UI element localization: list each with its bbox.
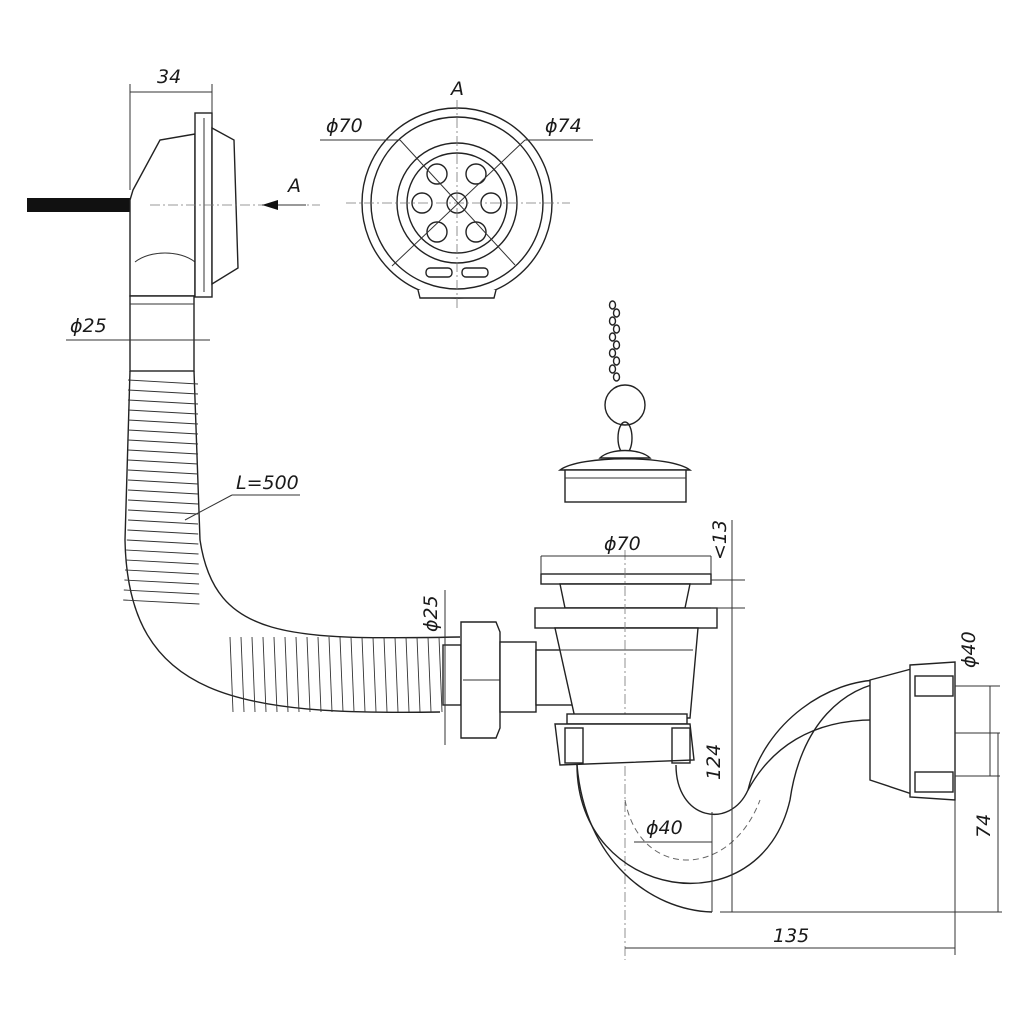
overflow-screw: [27, 198, 133, 212]
chain-link: [608, 364, 617, 374]
hose-ribs-horizontal: [229, 636, 443, 713]
chain-link: [608, 348, 617, 358]
hose-rib: [339, 636, 344, 713]
hose-rib: [251, 636, 256, 713]
hose-rib: [127, 509, 199, 515]
chain-link: [612, 372, 621, 382]
dim-hose-length: L=500: [236, 472, 299, 494]
dim-hose-pipe-diam: ϕ25: [70, 315, 107, 337]
chain-link: [608, 332, 617, 342]
dim-trap-height: 124: [703, 744, 725, 780]
chain: [608, 300, 621, 382]
dim-drain-diam: ϕ70: [604, 533, 641, 555]
dim-overflow-depth: 34: [157, 66, 181, 88]
hose-rib: [124, 579, 200, 585]
dim-drain-height: <13: [709, 520, 731, 560]
dim-inlet-diam: ϕ25: [420, 595, 442, 632]
hose-rib: [295, 636, 300, 713]
hose-rib: [394, 636, 399, 713]
hose-rib: [372, 636, 377, 713]
hose-rib: [240, 636, 245, 713]
hose-rib: [127, 489, 199, 495]
overflow-body: [129, 133, 196, 297]
overflow-pipe: [129, 295, 195, 372]
hose-rib: [229, 636, 234, 713]
hose-rib: [127, 499, 199, 505]
view-letter-top: A: [449, 78, 464, 100]
dim-trap-diam: ϕ40: [646, 817, 683, 839]
dim-outlet-diam: ϕ40: [958, 631, 980, 668]
s-trap: ϕ40 124 ϕ40 74 135: [576, 520, 1002, 955]
hose-rib: [317, 636, 322, 713]
hose-rib: [127, 459, 199, 465]
hose-rib: [427, 636, 432, 713]
corrugated-hose: L=500: [123, 370, 461, 713]
drain-body: ϕ70 <13: [534, 520, 745, 960]
hose-rib: [127, 449, 199, 455]
hose-rib: [127, 379, 199, 385]
hose-rib: [127, 479, 199, 485]
overflow-assembly: 34 A ϕ25: [27, 66, 320, 372]
hose-ribs-vertical: [123, 379, 200, 605]
trap-nut: [554, 713, 695, 766]
hose-rib: [125, 559, 199, 565]
hose-rib: [123, 599, 200, 605]
chain-link: [608, 316, 617, 326]
view-arrow-icon: [262, 200, 278, 210]
hose-rib: [127, 469, 199, 475]
hose-rib: [405, 636, 410, 713]
view-a-grid: A ϕ70 ϕ74: [320, 78, 593, 310]
hose-rib: [328, 636, 333, 713]
dim-grid-outer: ϕ74: [545, 115, 582, 137]
dim-trap-width: 135: [773, 925, 809, 947]
hose-rib: [127, 419, 199, 425]
hose-rib: [284, 636, 289, 713]
hose-rib: [127, 429, 199, 435]
hose-rib: [127, 439, 199, 445]
hose-rib: [126, 549, 199, 555]
chain-link: [612, 356, 621, 366]
hose-rib: [273, 636, 278, 713]
hose-rib: [383, 636, 388, 713]
view-letter-arrow: A: [286, 175, 301, 197]
plug-with-chain: [557, 300, 693, 503]
chain-link: [612, 340, 621, 350]
hose-rib: [438, 636, 443, 713]
hose-rib: [123, 589, 200, 595]
chain-link: [612, 324, 621, 334]
dim-grid-inner: ϕ70: [326, 115, 363, 137]
hose-rib: [126, 539, 199, 545]
hose-rib: [127, 409, 199, 415]
hose-rib: [127, 399, 199, 405]
hose-rib: [127, 529, 199, 535]
chain-link: [608, 300, 617, 310]
hose-rib: [361, 636, 366, 713]
hose-rib: [306, 636, 311, 713]
hose-rib: [350, 636, 355, 713]
hose-rib: [262, 636, 267, 713]
hose-rib: [416, 636, 421, 713]
dim-outlet-height: 74: [973, 814, 995, 838]
hose-rib: [127, 389, 199, 395]
hose-rib: [127, 519, 199, 525]
chain-link: [612, 308, 621, 318]
hose-rib: [124, 569, 199, 575]
